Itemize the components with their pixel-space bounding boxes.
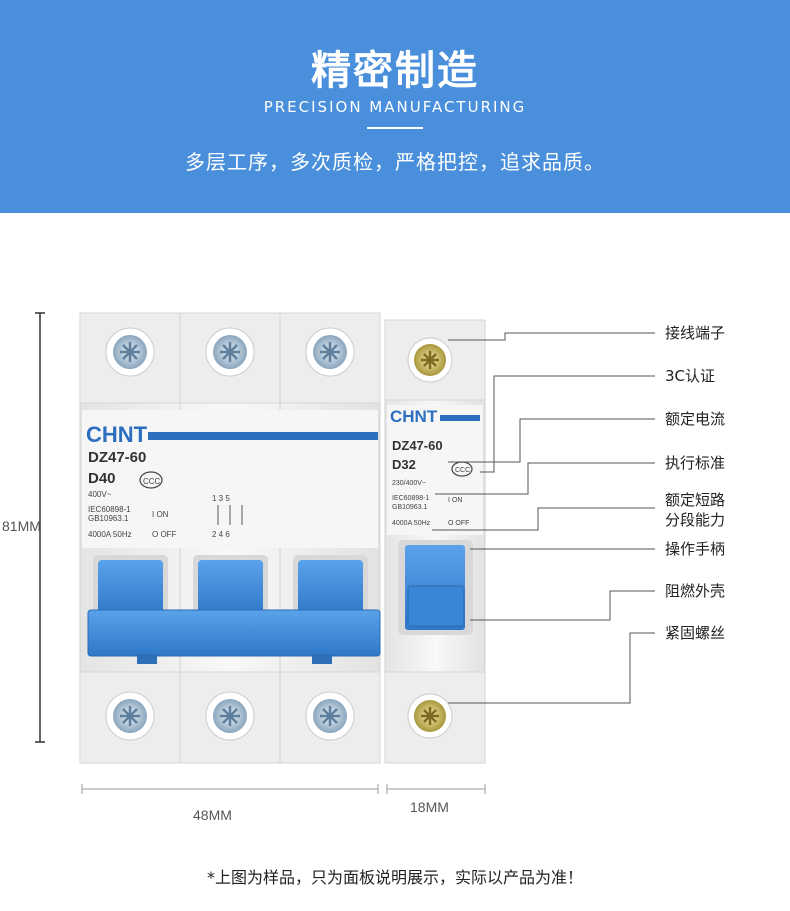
height-label: 81MM bbox=[2, 518, 41, 534]
voltage-text: 400V~ bbox=[88, 490, 112, 499]
on-label: I ON bbox=[448, 497, 462, 504]
page-title: 精密制造 bbox=[311, 48, 479, 94]
terminal-screw-icon bbox=[407, 337, 453, 383]
header-banner: 精密制造 Precision manufacturing 多层工序，多次质检，严… bbox=[0, 0, 790, 213]
operating-handle bbox=[87, 609, 381, 657]
terminal-screw-icon bbox=[305, 691, 355, 741]
callout-3c-cert: 3C认证 bbox=[665, 367, 716, 385]
width-1p-label: 18MM bbox=[410, 799, 449, 815]
terminal-screw-icon bbox=[205, 327, 255, 377]
terminal-screw-icon bbox=[205, 691, 255, 741]
page-subtitle: Precision manufacturing bbox=[263, 98, 527, 116]
terminal-screw-icon bbox=[305, 327, 355, 377]
callout-terminal: 接线端子 bbox=[665, 324, 726, 342]
standard2-text: GB10963.1 bbox=[88, 514, 129, 523]
svg-text:CCC: CCC bbox=[143, 477, 161, 486]
terminal-screw-icon bbox=[105, 327, 155, 377]
breaker-1p: CHNT DZ47-60 D32 CCC 230/400V~ IEC60898-… bbox=[384, 319, 486, 764]
standard1-text: IEC60898-1 bbox=[392, 495, 429, 502]
rating-text: D32 bbox=[392, 457, 416, 472]
height-dimension bbox=[35, 312, 45, 743]
width-dimension bbox=[81, 784, 486, 794]
off-label: O OFF bbox=[448, 520, 469, 527]
standard2-text: GB10963.1 bbox=[392, 504, 428, 511]
brand-logo: CHNT bbox=[86, 422, 148, 447]
footnote: *上图为样品，只为面板说明展示，实际以产品为准！ bbox=[206, 868, 583, 887]
model-text: DZ47-60 bbox=[392, 438, 443, 453]
width-3p-label: 48MM bbox=[193, 807, 232, 823]
poles-bottom: 2 4 6 bbox=[212, 530, 230, 539]
callout-housing: 阻燃外壳 bbox=[665, 582, 726, 600]
brand-logo: CHNT bbox=[390, 407, 438, 426]
terminal-screw-icon bbox=[105, 691, 155, 741]
ccc-mark-icon: CCC bbox=[139, 471, 163, 489]
breaker-3p: CHNT DZ47-60 D40 CCC 400V~ IEC60898-1 GB… bbox=[79, 312, 381, 764]
callout-breaking-capacity: 额定短路 分段能力 bbox=[665, 491, 726, 529]
standard1-text: IEC60898-1 bbox=[88, 505, 131, 514]
callout-leaders bbox=[432, 332, 655, 704]
model-text: DZ47-60 bbox=[88, 449, 146, 466]
capacity-text: 4000A 50Hz bbox=[88, 530, 132, 539]
voltage-text: 230/400V~ bbox=[392, 480, 426, 487]
capacity-text: 4000A 50Hz bbox=[392, 520, 431, 527]
svg-text:CCC: CCC bbox=[455, 467, 470, 474]
terminal-screw-icon bbox=[407, 693, 453, 739]
callout-handle: 操作手柄 bbox=[665, 540, 726, 558]
poles-top: 1 3 5 bbox=[212, 494, 230, 503]
slogan: 多层工序，多次质检，严格把控，追求品质。 bbox=[185, 150, 605, 174]
on-label: I ON bbox=[152, 510, 169, 519]
rating-text: D40 bbox=[88, 470, 116, 487]
callout-standard: 执行标准 bbox=[665, 454, 726, 472]
callout-fastening-screw: 紧固螺丝 bbox=[665, 624, 726, 642]
title-divider bbox=[367, 127, 423, 129]
off-label: O OFF bbox=[152, 530, 177, 539]
callout-rated-current: 额定电流 bbox=[665, 410, 726, 428]
